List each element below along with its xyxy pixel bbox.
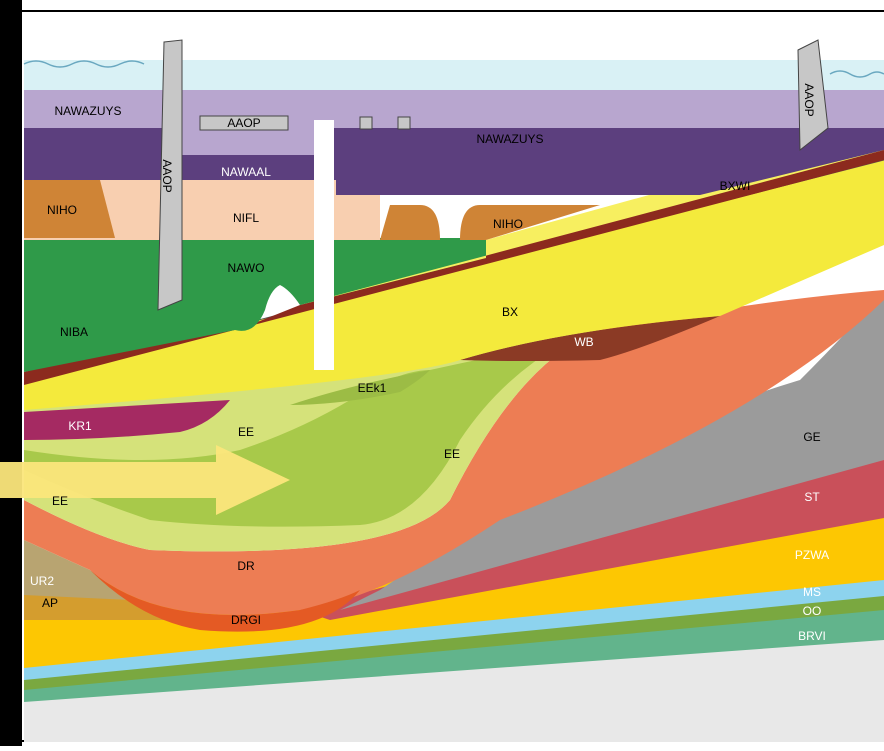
top-frame-line	[22, 10, 884, 12]
label-nawaal: NAWAAL	[221, 165, 271, 179]
layer-niho-mid	[380, 205, 600, 240]
label-niho-left: NIHO	[47, 203, 77, 217]
vertical-well	[314, 120, 334, 370]
label-bx: BX	[502, 305, 518, 319]
pipe-left	[157, 39, 183, 311]
label-niho-mid: NIHO	[493, 217, 523, 231]
label-eek1: EEk1	[358, 381, 387, 395]
label-nawazuys-main: NAWAZUYS	[476, 132, 543, 146]
label-dr: DR	[237, 559, 255, 573]
flow-arrow	[0, 445, 290, 515]
label-ap: AP	[42, 596, 58, 610]
layer-nawazuys-pad	[182, 128, 314, 155]
pipe-right	[797, 39, 829, 152]
layer-kr1	[24, 400, 230, 440]
layer-ur2	[24, 540, 130, 600]
layer-drgi	[90, 570, 360, 632]
label-nifl: NIFL	[233, 211, 259, 225]
layer-nifl-right	[336, 195, 380, 240]
label-nawazuys-left: NAWAZUYS	[54, 104, 121, 118]
layer-wb	[460, 316, 720, 361]
water-layer	[24, 60, 884, 90]
label-pzwa: PZWA	[795, 548, 829, 562]
label-brvi: BRVI	[798, 629, 826, 643]
water-wave-right	[829, 70, 884, 78]
label-ms: MS	[803, 585, 821, 599]
label-aaop-left-pipe: AAOP	[160, 159, 174, 192]
label-kr1: KR1	[68, 419, 92, 433]
label-aaop-right-pipe: AAOP	[802, 83, 816, 116]
layer-bx	[24, 160, 884, 410]
label-ur2: UR2	[30, 574, 54, 588]
label-st: ST	[804, 490, 820, 504]
label-ee-center: EE	[238, 425, 254, 439]
label-niba: NIBA	[60, 325, 88, 339]
label-drgi: DRGI	[231, 613, 261, 627]
layer-nawazuys	[24, 90, 884, 128]
platform-slab	[199, 115, 289, 131]
label-aaop-plate: AAOP	[227, 116, 260, 130]
left-frame-bar	[0, 0, 22, 746]
layer-niho-left	[24, 180, 115, 238]
label-nawo: NAWO	[228, 261, 265, 275]
layer-nawo	[24, 238, 486, 372]
label-ee-right: EE	[444, 447, 460, 461]
layer-eek1	[290, 370, 430, 405]
label-wb: WB	[574, 335, 593, 349]
label-oo: OO	[803, 604, 822, 618]
small-block-2	[397, 116, 411, 130]
label-bxwi: BXWI	[720, 179, 751, 193]
layer-dr	[24, 290, 884, 615]
small-block-1	[359, 116, 373, 130]
label-ee-left: EE	[52, 494, 68, 508]
water-wave-left	[23, 60, 145, 68]
label-ge: GE	[803, 430, 820, 444]
